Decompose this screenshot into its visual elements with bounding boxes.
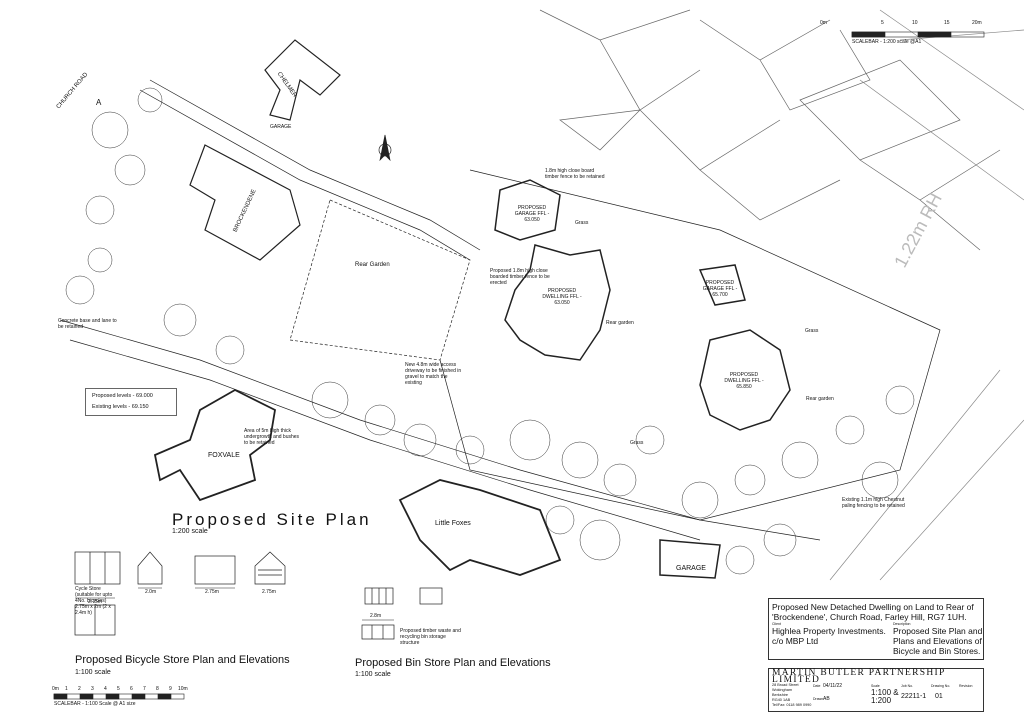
levels-legend: Proposed levels - 69.000 Existing levels… [85, 388, 177, 416]
scalebar-1-200-tick-0: 0m [820, 20, 827, 26]
bicycle-dim-side: 2.0m [145, 589, 157, 595]
scale-label: Scale [871, 684, 880, 688]
grass-label-2: Grass [805, 328, 819, 334]
address-line-2: Wokingham [772, 688, 792, 692]
scalebar-1-100-tick-7: 7 [143, 686, 146, 692]
proposed-dwelling-1-label: PROPOSED DWELLING FFL - 63.050 [542, 288, 582, 306]
scalebar-1-200-tick-5: 5 [881, 20, 884, 26]
client-label: Client [772, 622, 781, 626]
bicycle-dim-plan: 2.75m [88, 599, 102, 605]
date-value: 04/11/22 [823, 683, 843, 689]
scale-value: 1:100 & 1:200 [871, 688, 899, 705]
scalebar-1-100-tick-10: 10m [178, 686, 188, 692]
firm-address: 28 Broad Street Wokingham Berkshire RG40… [772, 683, 812, 708]
note-proposed-fence: Proposed 1.8m high close boarded timber … [490, 268, 550, 286]
legend-proposed-levels: Proposed levels - 69.000 [92, 393, 153, 399]
bin-store-scale: 1:100 scale [355, 671, 391, 678]
scalebar-1-200-tick-20: 20m [972, 20, 982, 26]
bicycle-store-caption: Cycle Store (suitable for upto 4No. bicy… [75, 586, 113, 616]
note-undergrowth: Area of 5m high thick undergrowth and bu… [244, 428, 300, 446]
note-fence-retained: 1.8m high close board timber fence to be… [545, 168, 605, 180]
garage-bottom-label: GARAGE [676, 565, 706, 572]
address-line-3: Berkshire [772, 693, 789, 697]
title-block-lower: MARTIN BUTLER PARTNERSHIP LIMITED 28 Bro… [768, 668, 984, 712]
scalebar-1-100-tick-2: 2 [78, 686, 81, 692]
rear-garden-label-3: Rear garden [806, 396, 834, 402]
scalebar-1-100-label: SCALEBAR - 1:100 Scale @ A1 size [54, 701, 136, 707]
note-chestnut-paling: Existing 1.1m high Chestnut paling fenci… [842, 497, 905, 509]
site-plan-title: Proposed Site Plan [172, 510, 372, 529]
bin-store-title: Proposed Bin Store Plan and Elevations [355, 657, 551, 669]
scalebar-1-100-tick-4: 4 [104, 686, 107, 692]
scalebar-1-100-tick-0: 0m [52, 686, 59, 692]
description-label: Description [893, 622, 911, 626]
rear-garden-label-2: Rear garden [606, 320, 634, 326]
address-line-5: Tel/Fax: 0118 989 0990 [772, 703, 812, 707]
note-new-access-driveway: New 4.8m wide access driveway to be fini… [405, 362, 462, 386]
drawn-value: AB [823, 696, 830, 702]
scalebar-1-100-tick-8: 8 [156, 686, 159, 692]
legend-existing-levels: Existing levels - 69.150 [92, 404, 149, 410]
job-label: Job No. [901, 684, 914, 688]
scalebar-1-200-tick-15: 15 [944, 20, 950, 26]
scalebar-1-200-label: SCALEBAR - 1:200 scale @A1 [852, 39, 922, 45]
bicycle-dim-rear: 2.75m [262, 589, 276, 595]
bin-store-caption: Proposed timber waste and recycling bin … [400, 628, 461, 646]
grass-label-1: Grass [575, 220, 589, 226]
address-line-1: 28 Broad Street [772, 683, 799, 687]
firm-name: MARTIN BUTLER PARTNERSHIP LIMITED [772, 668, 946, 685]
address-line-4: RG40 1AB [772, 698, 791, 702]
description-text: Proposed Site Plan and Plans and Elevati… [893, 626, 983, 656]
scalebar-1-100-tick-6: 6 [130, 686, 133, 692]
note-concrete-base: Concrete base and lane to be retained [58, 318, 117, 330]
proposed-garage-1-label: PROPOSED GARAGE FFL - 63.050 [514, 205, 550, 223]
bicycle-store-title: Proposed Bicycle Store Plan and Elevatio… [75, 654, 290, 666]
bin-store-dim: 2.8m [370, 613, 382, 619]
scalebar-1-100-tick-3: 3 [91, 686, 94, 692]
garage-top-label: GARAGE [270, 124, 292, 130]
scalebar-1-100-tick-5: 5 [117, 686, 120, 692]
section-a-label: A [96, 98, 102, 107]
scalebar-1-100-tick-9: 9 [169, 686, 172, 692]
title-block-upper: Proposed New Detached Dwelling on Land t… [768, 598, 984, 660]
grass-label-3: Grass [630, 440, 644, 446]
client-name: Highlea Property Investments. c/o MBP Lt… [772, 626, 886, 646]
drawing-label: Drawing No. [931, 684, 951, 688]
rear-garden-label: Rear Garden [355, 262, 390, 268]
revision-label: Revision [959, 684, 973, 688]
scalebar-1-100-tick-1: 1 [65, 686, 68, 692]
date-label: Date [813, 684, 821, 688]
drawing-value: 01 [935, 693, 943, 700]
little-foxes-label: Little Foxes [435, 520, 471, 527]
proposed-dwelling-2-label: PROPOSED DWELLING FFL - 65.850 [724, 372, 764, 390]
bicycle-store-scale: 1:100 scale [75, 669, 111, 676]
scalebar-1-200-tick-10: 10 [912, 20, 918, 26]
foxvale-label: FOXVALE [208, 452, 240, 459]
proposed-garage-2-label: PROPOSED GARAGE FFL - 65.700 [702, 280, 738, 298]
site-plan-scale: 1:200 scale [172, 528, 208, 535]
bicycle-dim-front: 2.75m [205, 589, 219, 595]
job-value: 22211-1 [901, 693, 927, 700]
project-title: Proposed New Detached Dwelling on Land t… [772, 602, 974, 622]
drawn-label: Drawn [813, 697, 824, 701]
